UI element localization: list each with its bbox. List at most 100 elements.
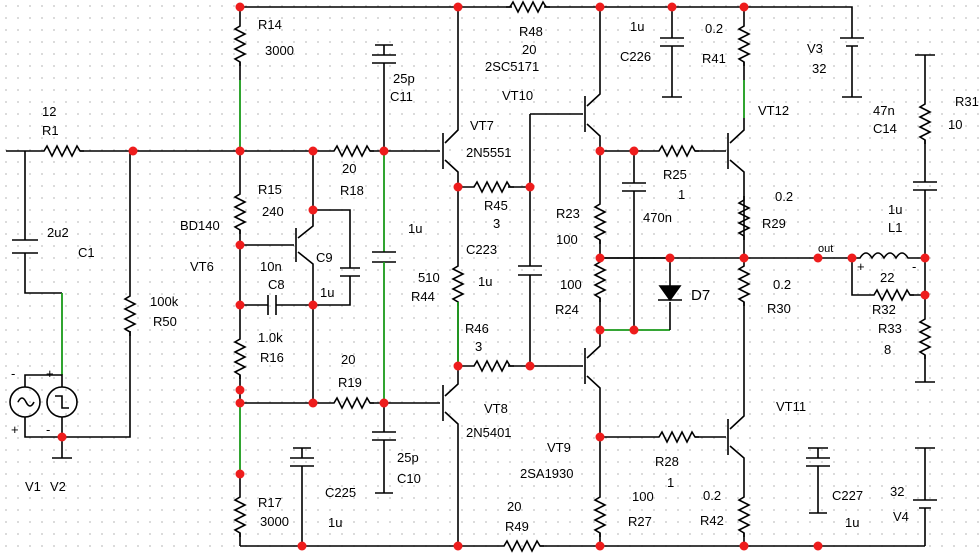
r16-resistor bbox=[234, 334, 246, 380]
vt7-name: VT7 bbox=[470, 118, 494, 133]
v1-minus: - bbox=[11, 366, 16, 381]
vt8-part: 2N5401 bbox=[466, 425, 512, 440]
vt9-name: VT9 bbox=[547, 440, 571, 455]
v2-name: V2 bbox=[50, 479, 66, 494]
v3-value: 32 bbox=[812, 61, 827, 76]
r23-value: 100 bbox=[556, 232, 578, 247]
r27-value: 100 bbox=[632, 489, 654, 504]
junction-dots bbox=[57, 2, 930, 551]
v2-plus: + bbox=[46, 366, 54, 381]
c8-value: 10n bbox=[260, 259, 282, 274]
vt9-part: 2SA1930 bbox=[520, 466, 574, 481]
r16-value: 1.0k bbox=[258, 330, 283, 345]
r27-resistor bbox=[594, 492, 606, 538]
vt11-name: VT11 bbox=[776, 399, 807, 414]
r25-name: R25 bbox=[663, 167, 687, 182]
r18-resistor bbox=[329, 145, 375, 157]
vt7-part: 2N5551 bbox=[466, 145, 512, 160]
v4-value: 32 bbox=[890, 484, 905, 499]
r24-name: R24 bbox=[555, 302, 579, 317]
r15-name: R15 bbox=[258, 182, 282, 197]
r44-name: R44 bbox=[411, 289, 435, 304]
c9-value: 1u bbox=[320, 285, 335, 300]
r49-resistor bbox=[499, 540, 545, 552]
l1-name: L1 bbox=[888, 220, 903, 235]
r49-value: 20 bbox=[507, 499, 522, 514]
c227-value: 1u bbox=[845, 515, 860, 530]
c223-name: C223 bbox=[466, 242, 498, 257]
r15-resistor bbox=[234, 189, 246, 235]
r28-name: R28 bbox=[655, 454, 679, 469]
r19-resistor bbox=[329, 397, 375, 409]
r25-resistor bbox=[654, 145, 700, 157]
out-net-label: out bbox=[818, 243, 834, 255]
r45-resistor bbox=[469, 181, 515, 193]
c14-value: 47n bbox=[873, 103, 895, 118]
v2-minus: - bbox=[46, 422, 51, 437]
c226-value: 1u bbox=[630, 19, 645, 34]
c223-value: 1u bbox=[478, 274, 493, 289]
c10-name: C10 bbox=[397, 471, 421, 486]
r48-value: 20 bbox=[522, 42, 537, 57]
r28-resistor bbox=[654, 431, 700, 443]
c225-name: C225 bbox=[325, 485, 357, 500]
r42-name: R42 bbox=[700, 513, 724, 528]
r23-name: R23 bbox=[556, 206, 580, 221]
c14-name: C14 bbox=[873, 121, 897, 136]
r30-value: 0.2 bbox=[773, 277, 792, 292]
l1-value: 1u bbox=[888, 202, 903, 217]
r41-name: R41 bbox=[702, 51, 726, 66]
r33-resistor bbox=[919, 314, 931, 360]
r45-value: 3 bbox=[493, 216, 501, 231]
r25-value: 1 bbox=[678, 187, 686, 202]
r48-resistor bbox=[505, 1, 551, 13]
r24-value: 100 bbox=[560, 277, 582, 292]
r49-name: R49 bbox=[505, 519, 529, 534]
r46-resistor bbox=[469, 360, 515, 372]
vt6-name: VT6 bbox=[190, 259, 214, 274]
r27-name: R27 bbox=[628, 514, 652, 529]
r50-value: 100k bbox=[150, 294, 179, 309]
v1-name: V1 bbox=[25, 479, 41, 494]
vt10-name: VT10 bbox=[502, 88, 534, 103]
c9-name: C9 bbox=[316, 250, 333, 265]
c10-value: 25p bbox=[397, 450, 419, 465]
r32-name: R32 bbox=[872, 302, 896, 317]
vt10-part: 2SC5171 bbox=[485, 59, 540, 74]
v1-plus: + bbox=[11, 422, 19, 437]
l1-plus-label: + bbox=[857, 259, 865, 274]
v3-name: V3 bbox=[807, 41, 823, 56]
r18-name: R18 bbox=[340, 183, 364, 198]
r42-resistor bbox=[738, 492, 750, 538]
r19-name: R19 bbox=[338, 375, 362, 390]
r41-value: 0.2 bbox=[705, 21, 724, 36]
r48-name: R48 bbox=[519, 24, 543, 39]
c18-value: 1u bbox=[408, 221, 423, 236]
l1-inductor-icon bbox=[852, 252, 925, 260]
r14-value: 3000 bbox=[265, 43, 294, 58]
r46-name: R46 bbox=[465, 321, 489, 336]
vt6-part: BD140 bbox=[180, 218, 220, 233]
r33-name: R33 bbox=[878, 321, 902, 336]
r30-resistor bbox=[738, 261, 750, 307]
r30-name: R30 bbox=[767, 301, 791, 316]
r31-resistor bbox=[919, 99, 931, 145]
r16-name: R16 bbox=[260, 350, 284, 365]
c225-value: 1u bbox=[328, 515, 343, 530]
r15-value: 240 bbox=[262, 204, 284, 219]
r1-resistor bbox=[39, 145, 85, 157]
l1-minus-label: - bbox=[912, 259, 917, 274]
r31-name: R31 bbox=[955, 94, 979, 109]
r33-value: 8 bbox=[884, 342, 892, 357]
vt8-name: VT8 bbox=[484, 401, 508, 416]
r17-resistor bbox=[234, 492, 246, 538]
c1-value: 2u2 bbox=[47, 225, 69, 240]
r23-resistor bbox=[594, 199, 606, 245]
c8-name: C8 bbox=[268, 277, 285, 292]
r17-name: R17 bbox=[258, 495, 282, 510]
r45-name: R45 bbox=[484, 198, 508, 213]
r14-resistor bbox=[234, 21, 246, 67]
c11-value: 25p bbox=[393, 71, 415, 86]
